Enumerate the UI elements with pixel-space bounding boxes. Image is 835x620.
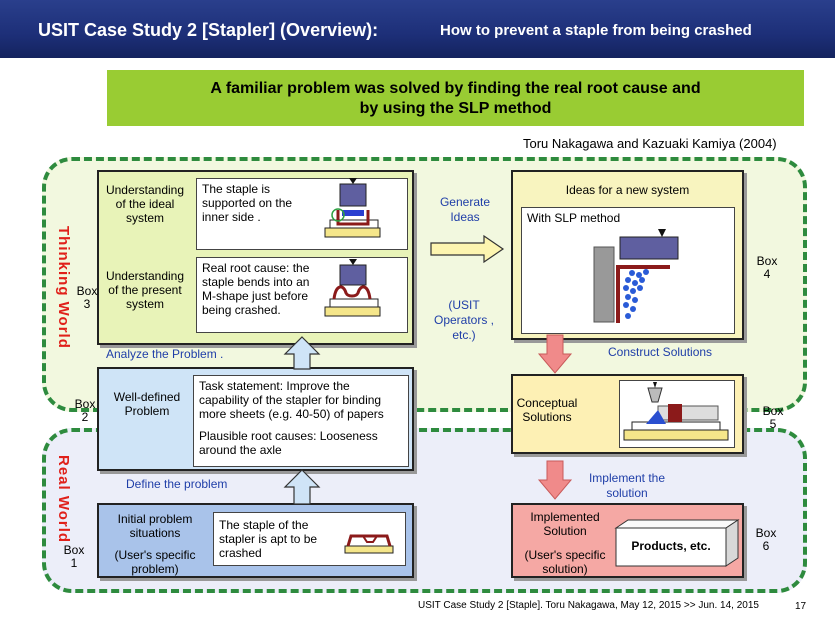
conceptual-solution-illustration xyxy=(623,382,729,441)
present-system-text: Real root cause: the staple bends into a… xyxy=(202,261,310,317)
new-system-ideas-label: Ideas for a new system xyxy=(565,183,690,197)
task-statement-text: Task statement: Improve the capability o… xyxy=(199,379,384,421)
generate-ideas-label: Generate Ideas xyxy=(439,195,491,224)
problem-statement-panel: Task statement: Improve the capability o… xyxy=(193,375,409,467)
ideal-system-panel: The staple is supported on the inner sid… xyxy=(196,178,408,250)
real-world-label: Real World xyxy=(55,455,72,544)
products-label: Products, etc. xyxy=(631,539,711,553)
usit-operators-label: (USIT Operators , etc.) xyxy=(433,298,495,342)
page-title: USIT Case Study 2 [Stapler] (Overview): xyxy=(38,20,379,40)
box-6-label: Box 6 xyxy=(755,526,777,553)
ideal-system-text: The staple is supported on the inner sid… xyxy=(202,182,293,224)
crashed-staple-illustration xyxy=(344,534,394,554)
analyze-problem-label: Analyze the Problem . xyxy=(106,347,224,361)
present-staple-illustration xyxy=(324,259,381,317)
well-defined-problem-label: Well-defined Problem xyxy=(113,390,181,418)
initial-problem-sublabel: (User's specific problem) xyxy=(114,548,196,576)
page-number: 17 xyxy=(795,601,807,612)
banner-line-1: A familiar problem was solved by finding… xyxy=(210,80,701,97)
product-box-shape xyxy=(614,519,740,567)
box-2-label: Box 2 xyxy=(74,397,96,424)
box-1-label: Box 1 xyxy=(63,543,85,570)
implemented-solution-label: Implemented Solution xyxy=(530,510,600,538)
footer-citation: USIT Case Study 2 [Staple]. Toru Nakagaw… xyxy=(418,600,759,611)
ideal-staple-illustration xyxy=(324,178,381,238)
thinking-world-label: Thinking World xyxy=(55,226,72,349)
box-5-label: Box 5 xyxy=(762,404,784,431)
initial-problem-label: Initial problem situations xyxy=(117,512,193,540)
conceptual-solutions-label: Conceptual Solutions xyxy=(516,396,578,424)
root-causes-text: Plausible root causes: Looseness around … xyxy=(199,429,378,457)
slp-method-label: With SLP method xyxy=(527,211,621,225)
box-3-label: Box 3 xyxy=(76,284,98,311)
construct-down-arrow xyxy=(537,334,573,374)
box-4-label: Box 4 xyxy=(756,254,778,281)
summary-banner: A familiar problem was solved by finding… xyxy=(107,70,804,126)
generate-ideas-arrow xyxy=(430,234,505,264)
implemented-solution-sublabel: (User's specific solution) xyxy=(524,548,606,576)
implement-down-arrow xyxy=(537,460,573,500)
present-system-label: Understanding of the present system xyxy=(105,269,185,311)
define-up-arrow xyxy=(283,469,321,505)
author-byline: Toru Nakagawa and Kazuaki Kamiya (2004) xyxy=(523,136,777,151)
analyze-up-arrow xyxy=(283,336,321,370)
construct-solutions-label: Construct Solutions xyxy=(608,345,713,359)
present-system-panel: Real root cause: the staple bends into a… xyxy=(196,257,408,333)
slp-model-illustration xyxy=(593,229,679,323)
page-subtitle: How to prevent a staple from being crash… xyxy=(440,22,752,39)
title-bar: USIT Case Study 2 [Stapler] (Overview): … xyxy=(0,0,835,58)
define-problem-label: Define the problem xyxy=(126,477,228,491)
slp-method-panel: With SLP method xyxy=(521,207,735,334)
ideal-system-label: Understanding of the ideal system xyxy=(105,183,185,225)
implement-solution-label: Implement the solution xyxy=(588,471,666,500)
banner-line-2: by using the SLP method xyxy=(359,100,552,117)
initial-problem-text: The staple of the stapler is apt to be c… xyxy=(219,518,318,560)
